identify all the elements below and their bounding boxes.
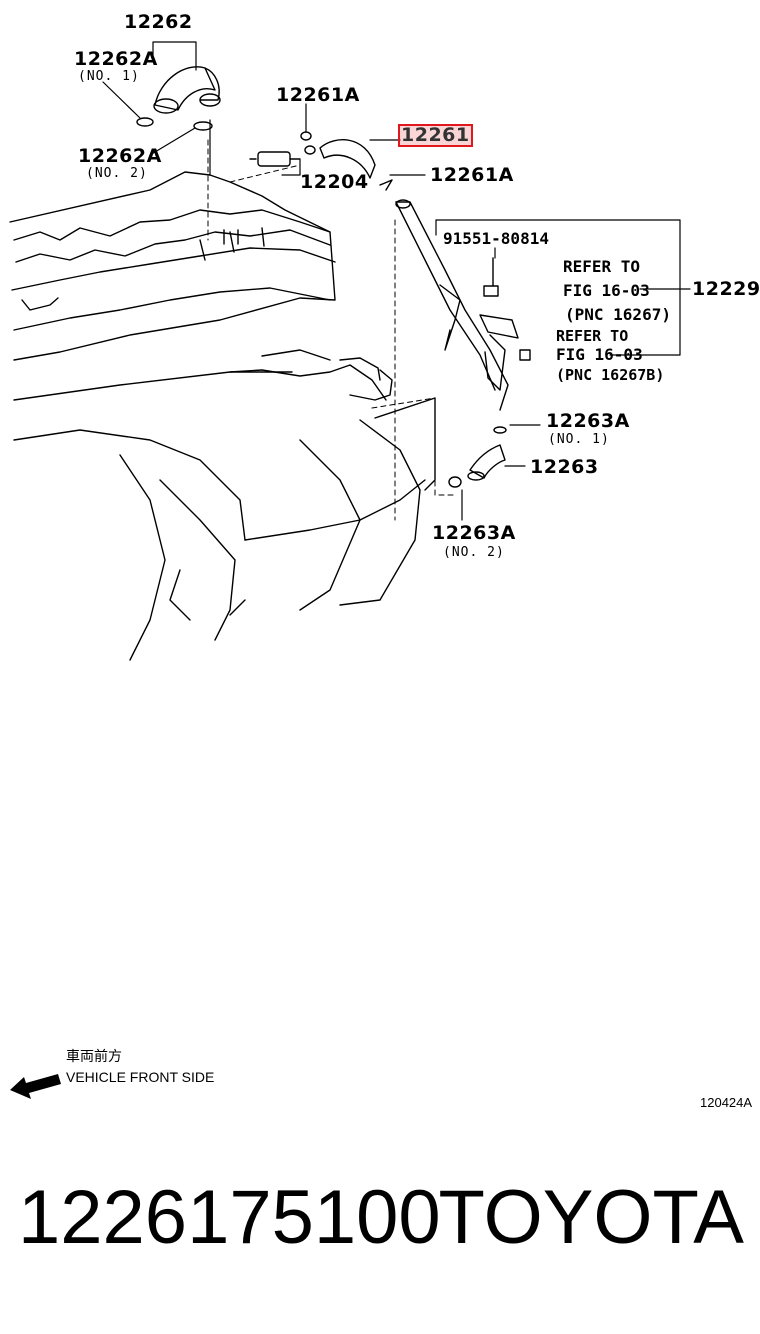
hose-12263-drawing — [448, 426, 507, 488]
refer-to-1-line2: FIG 16-03 — [563, 281, 650, 300]
refer-to-2-line2: FIG 16-03 — [556, 345, 643, 364]
callout-12263a-no2: 12263A — [432, 522, 516, 544]
hose-12262-drawing — [136, 66, 221, 131]
refer-to-1-line1: REFER TO — [563, 257, 641, 276]
dashed-lines — [207, 139, 456, 521]
callout-12263a-no1: 12263A — [546, 410, 630, 432]
vehicle-front-english: VEHICLE FRONT SIDE — [66, 1069, 215, 1085]
callout-12263a-no1-sub: (NO. 1) — [548, 432, 610, 447]
refer-to-2-line3: (PNC 16267B) — [556, 366, 665, 384]
callout-12263: 12263 — [530, 456, 599, 478]
callout-12262a-no2: 12262A — [78, 145, 162, 167]
engine-line-drawing — [9, 41, 691, 1099]
refer-to-1-line3: (PNC 16267) — [565, 305, 671, 324]
callout-12262a-no1-sub: (NO. 1) — [78, 69, 140, 84]
callout-12204: 12204 — [300, 171, 369, 193]
parts-diagram: 12262 12262A (NO. 1) 12262A (NO. 2) 1226… — [9, 11, 760, 1110]
breather-pipe-drawing — [395, 199, 531, 411]
part-number: 1226175100 — [18, 1175, 441, 1260]
callout-91551-80814: 91551-80814 — [443, 229, 549, 248]
vehicle-front-japanese: 車両前方 — [66, 1048, 122, 1064]
cylinder-head-drawing — [9, 171, 336, 361]
refer-to-2-line1: REFER TO — [556, 327, 629, 345]
callout-12262a-no2-sub: (NO. 2) — [86, 166, 148, 181]
callout-12261a-mid: 12261A — [430, 164, 514, 186]
intake-manifold-drawing — [13, 349, 436, 661]
footer: 1226175100 TOYOTA — [0, 1180, 760, 1290]
callout-12263a-no2-sub: (NO. 2) — [443, 545, 505, 560]
callout-12229: 12229 — [692, 278, 760, 300]
callout-12261a-top: 12261A — [276, 84, 360, 106]
vehicle-front-arrow-icon — [10, 1074, 61, 1099]
callout-12262a-no1: 12262A — [74, 48, 158, 70]
illustration-id: 120424A — [700, 1095, 753, 1110]
brand-name: TOYOTA — [438, 1175, 744, 1260]
callout-12262: 12262 — [124, 11, 193, 33]
leader-lines — [102, 41, 691, 521]
callout-12261-highlighted[interactable]: 12261 — [398, 124, 473, 147]
